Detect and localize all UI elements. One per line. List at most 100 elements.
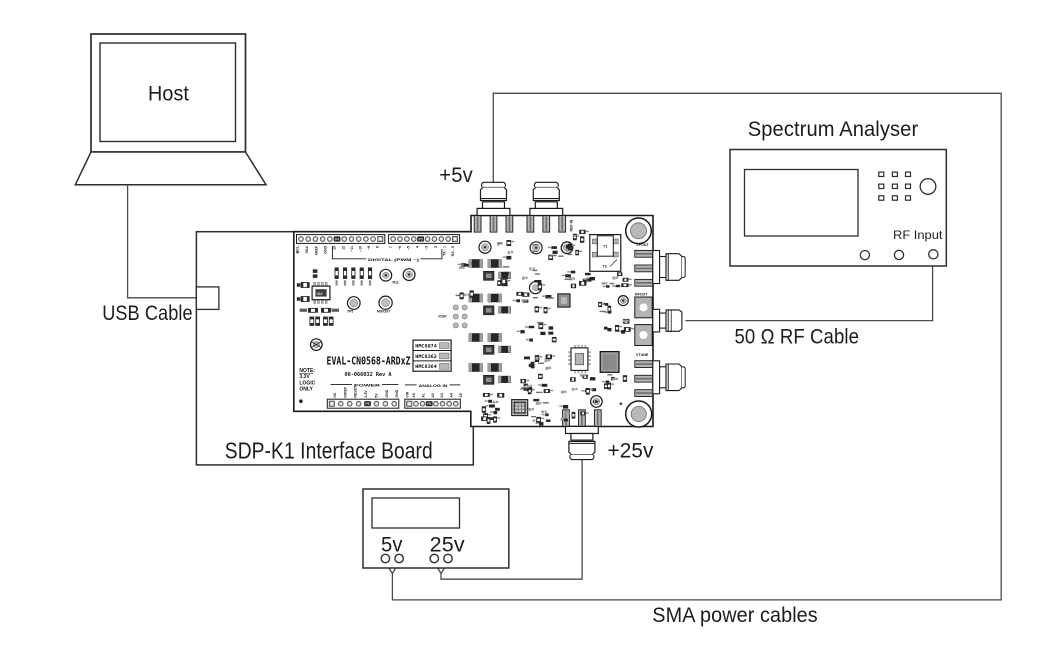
pcb-scatter-rect [552, 337, 557, 339]
left-small-parts-rect [321, 308, 325, 313]
svg-text:ANALOG IN: ANALOG IN [419, 384, 449, 388]
pcb-scatter-rect [630, 327, 634, 330]
left-small-parts-rect [309, 317, 314, 320]
pcb-scatter-rect [583, 278, 587, 280]
pcb-scatter-rect [572, 244, 576, 246]
pcb-scatter-rect [587, 278, 592, 282]
rect [587, 359, 591, 362]
rect [574, 344, 577, 349]
pcb-scatter-rect [489, 417, 496, 420]
pcb-headers-circle [364, 237, 367, 241]
pcb-revision: 08-066032 Rev A [345, 372, 392, 378]
cap-rows-rect [486, 347, 492, 352]
pcb-scatter-rect [601, 303, 605, 305]
pcb-scatter-rect [615, 276, 619, 279]
test-points-circle [532, 284, 539, 291]
mixout-label: MIXOUT [377, 310, 391, 314]
rfout-label: RFOUT [635, 293, 648, 297]
pcb-scatter-rect [548, 326, 554, 330]
pcb-scatter-rect [570, 377, 572, 382]
analyser-buttons-rect [891, 183, 899, 190]
pcb-scatter-rect [602, 285, 606, 288]
pcb-headers-circle [384, 402, 387, 405]
analyser-buttons-rect [891, 195, 899, 201]
sma-vtune-connector [633, 359, 687, 398]
pcb-scatter-rect [487, 421, 490, 424]
analog-bracket: ANALOG IN [405, 384, 461, 388]
pcb-scatter-rect [542, 284, 546, 286]
pcb-scatter-rect [487, 393, 490, 397]
pcb-scatter-rect [579, 374, 583, 377]
pcb-scatter-rect [502, 256, 506, 258]
resistor-column-rect [351, 275, 355, 279]
sma-rfout-connector [634, 296, 683, 347]
pcb-scatter-rect [511, 240, 515, 243]
pcb-scatter-rect [539, 355, 543, 358]
pcb-scatter-rect [564, 390, 567, 393]
pcb-scatter-rect [575, 387, 578, 391]
power-bracket: POWER [330, 384, 399, 388]
pcb-scatter-rect [615, 377, 618, 381]
pcb-scatter-rect [534, 280, 541, 283]
host-label: Host [148, 82, 189, 106]
pcb-title: EVAL-CN0568-ARDxZ [327, 355, 411, 368]
pin-label: NC [333, 392, 337, 398]
pcb-scatter-rect [489, 393, 493, 396]
left-small-parts-rect [312, 274, 318, 278]
sma-5v-connector [473, 181, 514, 233]
pcb-scatter-rect [503, 271, 509, 276]
pcb-scatter-rect [548, 258, 553, 260]
pcb-scatter-rect [622, 278, 625, 282]
cap-rows-rect [469, 294, 472, 302]
rect [584, 370, 587, 374]
pcb-scatter-rect [497, 242, 502, 244]
left-small-parts-rect [323, 323, 328, 326]
pcb-scatter-rect [567, 271, 571, 273]
pin-label: 5V [374, 393, 378, 398]
pcb-scatter-rect [545, 413, 549, 417]
sdp-board-label: SDP-K1 Interface Board [225, 438, 433, 464]
pcb-scatter-rect [564, 417, 567, 420]
pcb-scatter-rect [545, 366, 549, 370]
pcb-scatter-rect [562, 245, 566, 247]
hmc-option-table-text: HMC8074 [415, 343, 437, 349]
pin-label: ~5 [407, 246, 411, 250]
pcb-scatter-rect [487, 417, 490, 420]
pcb-scatter-rect [525, 326, 529, 328]
svg-text:T2: T2 [603, 265, 607, 269]
pcb-scatter-rect [493, 420, 497, 423]
pcb-scatter-rect [536, 420, 541, 423]
qfn-u5 [511, 399, 529, 417]
pcb-scatter-rect [538, 362, 544, 364]
pcb-scatter-rect [483, 413, 488, 416]
pcb-headers-circle [314, 237, 317, 241]
pcb-headers-circle [405, 237, 408, 241]
pin-label: ~9 [367, 246, 371, 250]
cap-rows-rect [479, 333, 483, 342]
pin-label: 3.3V [364, 390, 368, 398]
pcb-scatter-rect [575, 253, 579, 255]
pcb-scatter-rect [562, 405, 569, 409]
pcb-scatter-rect [567, 253, 573, 256]
pcb-scatter-rect [589, 388, 593, 391]
qfn-a4 [557, 293, 571, 308]
psu-25v-label: 25v [430, 533, 465, 557]
test-points-circle [622, 299, 625, 302]
pcb-scatter-rect [502, 266, 510, 268]
left-small-parts-rect [306, 282, 310, 288]
pcb-scatter-rect [532, 419, 536, 422]
pcb-scatter-rect [529, 267, 532, 271]
pcb-scatter-rect [534, 273, 540, 275]
pcb-scatter-rect [567, 412, 570, 415]
rect [567, 351, 572, 354]
pcb-scatter-rect [558, 255, 564, 257]
pcb-scatter-rect [521, 387, 528, 389]
pcb-scatter-rect [539, 422, 544, 426]
pcb-scatter-rect [493, 416, 497, 419]
pcb-scatter-rect [529, 384, 533, 387]
psu-5v-label: 5v [381, 533, 403, 557]
pcb-scatter-rect [574, 284, 576, 288]
pcb-scatter-rect [528, 363, 535, 367]
